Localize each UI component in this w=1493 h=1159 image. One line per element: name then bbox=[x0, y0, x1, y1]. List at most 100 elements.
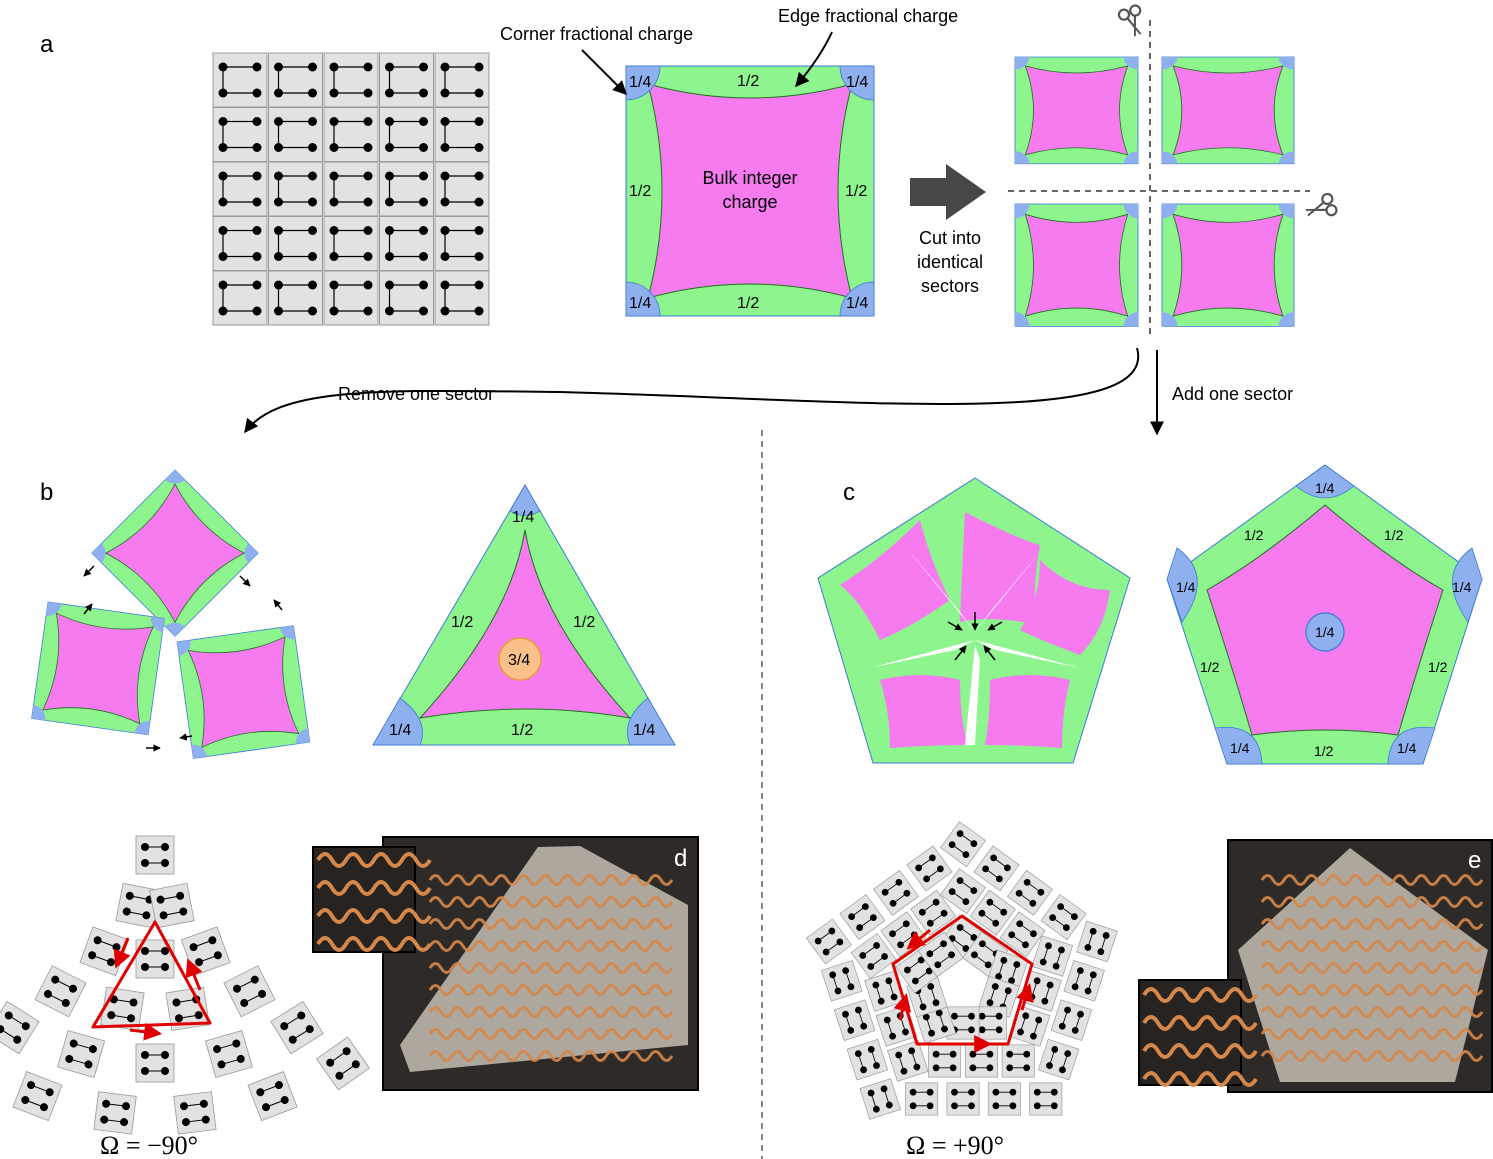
pent-edge-left: 1/2 bbox=[1200, 659, 1220, 675]
meander-trace bbox=[428, 874, 674, 886]
lattice-tile bbox=[212, 215, 268, 272]
loop-arrow bbox=[1016, 983, 1034, 1011]
meander-trace bbox=[428, 984, 674, 996]
loop-arrow bbox=[129, 1022, 163, 1041]
pent-edge-bottom: 1/2 bbox=[1314, 743, 1334, 759]
gap-arrow bbox=[987, 621, 1003, 631]
lattice-tile bbox=[267, 52, 324, 108]
cut-label-3: sectors bbox=[921, 276, 979, 296]
lattice-tile bbox=[323, 106, 379, 163]
panel-label-d: d bbox=[674, 845, 687, 872]
lattice-tile bbox=[247, 1071, 298, 1122]
loop-arrow bbox=[893, 993, 912, 1021]
meander-trace bbox=[1142, 1071, 1258, 1087]
lattice-tile bbox=[928, 1044, 962, 1078]
tri-edge-bottom: 1/2 bbox=[511, 722, 533, 739]
lattice-tile bbox=[267, 215, 324, 272]
edge-pointer bbox=[795, 31, 833, 88]
tri-edge-left: 1/2 bbox=[451, 614, 473, 631]
meander-trace bbox=[1260, 874, 1484, 886]
corner-annotation: Corner fractional charge bbox=[500, 24, 693, 44]
lattice-tile bbox=[1040, 894, 1087, 941]
corner-charge-tr: 1/4 bbox=[846, 74, 868, 91]
meander-trace bbox=[1260, 1028, 1484, 1040]
tri-corner-left: 1/4 bbox=[389, 722, 411, 739]
loop-arrow bbox=[185, 958, 203, 991]
lattice-tile bbox=[173, 1091, 217, 1135]
lattice-tile bbox=[270, 1000, 324, 1055]
scissors-icon bbox=[1116, 3, 1150, 41]
cut-label-2: identical bbox=[917, 252, 983, 272]
tri-center-charge: 3/4 bbox=[508, 652, 530, 669]
meander-trace bbox=[428, 940, 674, 952]
meander-trace bbox=[1260, 940, 1484, 952]
meander-trace bbox=[1260, 918, 1484, 930]
lattice-tile bbox=[212, 161, 268, 217]
lattice-tile bbox=[1063, 960, 1105, 1002]
meander-trace bbox=[428, 1050, 674, 1062]
meander-trace bbox=[1142, 1015, 1258, 1031]
remove-arrow bbox=[244, 347, 1140, 434]
lattice-tile bbox=[212, 52, 268, 108]
panel-label-b: b bbox=[40, 479, 53, 506]
lattice-tile bbox=[267, 161, 324, 217]
lattice-tile bbox=[323, 52, 379, 108]
meander-trace bbox=[1260, 962, 1484, 974]
lattice-tile bbox=[434, 215, 490, 272]
pent-edge-tl: 1/2 bbox=[1244, 527, 1264, 543]
lattice-tile bbox=[378, 161, 435, 217]
push-arrow bbox=[83, 565, 95, 577]
edge-charge-right: 1/2 bbox=[845, 183, 867, 200]
lattice-tile bbox=[267, 106, 324, 163]
loop-arrow bbox=[906, 928, 931, 950]
lattice-tile bbox=[434, 270, 490, 326]
lattice-tile bbox=[93, 1091, 137, 1135]
cut-label-1: Cut into bbox=[919, 228, 981, 248]
panel-label-a: a bbox=[40, 31, 54, 58]
push-arrow bbox=[239, 575, 251, 587]
lattice-tile bbox=[806, 918, 852, 965]
square-charge-diagram bbox=[625, 65, 875, 317]
lattice-tile bbox=[434, 161, 490, 217]
tri-edge-right: 1/2 bbox=[573, 614, 595, 631]
add-label: Add one sector bbox=[1172, 384, 1293, 404]
push-arrow bbox=[83, 603, 93, 615]
tri-corner-top: 1/4 bbox=[512, 509, 534, 526]
lattice-tile bbox=[839, 894, 886, 941]
meander-trace bbox=[1142, 1043, 1258, 1059]
lattice-tile bbox=[1031, 935, 1074, 977]
gap-arrow bbox=[947, 621, 963, 631]
meander-trace bbox=[316, 936, 432, 952]
edge-annotation: Edge fractional charge bbox=[778, 6, 958, 26]
lattice-tile bbox=[212, 106, 268, 163]
meander-trace bbox=[428, 918, 674, 930]
meander-trace bbox=[1260, 984, 1484, 996]
omega-right: Ω = +90° bbox=[906, 1131, 1004, 1159]
corner-charge-tl: 1/4 bbox=[629, 74, 651, 91]
pent-edge-right: 1/2 bbox=[1428, 659, 1448, 675]
scissors-icon bbox=[1301, 191, 1339, 225]
lattice-tile bbox=[846, 1038, 889, 1081]
remove-label: Remove one sector bbox=[338, 384, 494, 404]
lattice-tile bbox=[223, 965, 276, 1018]
corner-pointer bbox=[581, 49, 627, 95]
triangle-charge-diagram bbox=[372, 484, 676, 746]
lattice-tile bbox=[267, 270, 324, 326]
meander-trace bbox=[428, 896, 674, 908]
lattice-tile bbox=[833, 999, 876, 1041]
panel-label-e: e bbox=[1468, 847, 1481, 874]
lattice-tile bbox=[987, 1082, 1021, 1116]
pent-center-charge: 1/4 bbox=[1315, 624, 1335, 640]
meander-trace bbox=[316, 852, 432, 868]
pentagon-charge-diagram bbox=[1166, 464, 1483, 765]
pent-corner-left: 1/4 bbox=[1176, 579, 1196, 595]
pent-corner-right: 1/4 bbox=[1452, 579, 1472, 595]
lattice-tile bbox=[821, 960, 863, 1002]
lattice-tile bbox=[323, 270, 379, 326]
pent-corner-br: 1/4 bbox=[1397, 740, 1417, 756]
lattice-tile bbox=[378, 215, 435, 272]
lattice-tile bbox=[180, 926, 231, 977]
lattice-tile bbox=[940, 821, 986, 868]
gap-arrow bbox=[954, 645, 967, 661]
pent-corner-top: 1/4 bbox=[1315, 480, 1335, 496]
